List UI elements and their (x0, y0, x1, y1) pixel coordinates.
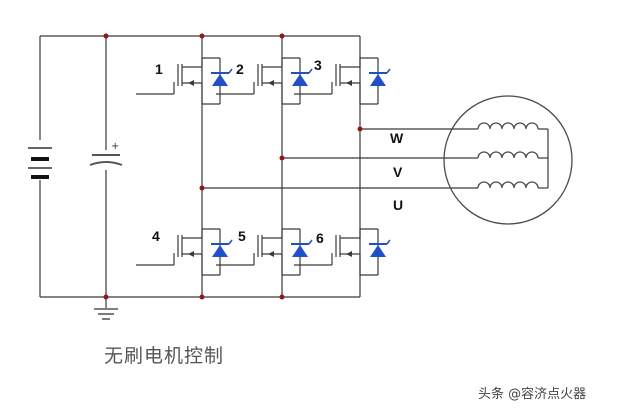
switch-label-1: 1 (155, 61, 163, 77)
switch-label-4: 4 (152, 228, 160, 244)
mosfet-switch-2 (215, 57, 313, 105)
mosfet-switch-5 (215, 228, 313, 276)
switch-label-5: 5 (238, 228, 246, 244)
diagram-caption: 无刷电机控制 (104, 345, 224, 367)
capacitor-polarity-label: + (111, 141, 119, 152)
mosfet-switch-6 (293, 228, 391, 276)
capacitor-symbol: + (89, 141, 123, 170)
battery-symbol (28, 140, 52, 180)
mosfet-switch-3 (293, 57, 391, 105)
junction-dots (103, 33, 363, 300)
motor-symbol (443, 95, 573, 225)
ground-symbol (94, 297, 118, 320)
mosfet-switch-1 (135, 57, 233, 105)
phase-label-u: U (393, 197, 403, 213)
motor-winding-coils (477, 122, 539, 189)
phase-label-v: V (393, 164, 403, 180)
switch-label-3: 3 (314, 57, 322, 73)
switch-label-6: 6 (316, 230, 324, 246)
phase-label-w: W (390, 130, 404, 146)
mosfet-switch-4 (135, 228, 233, 276)
watermark-text: 头条 @容济点火器 (478, 386, 586, 402)
switch-label-2: 2 (236, 61, 244, 77)
